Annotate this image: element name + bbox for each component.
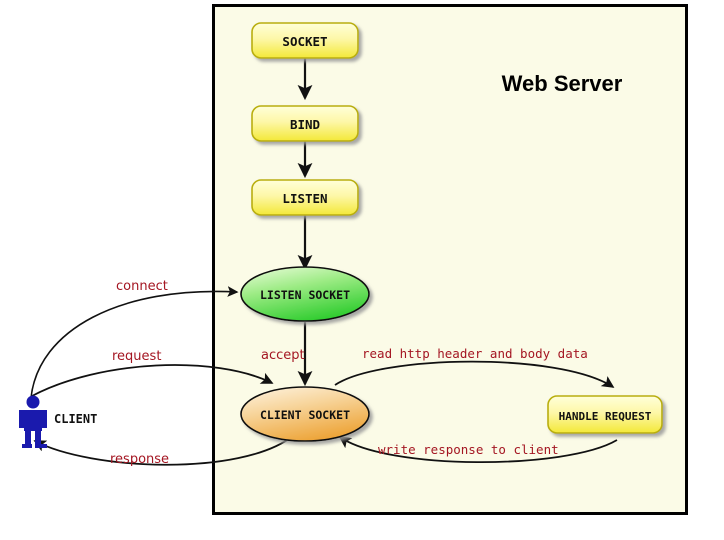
actor-torso-icon bbox=[24, 410, 42, 431]
node-socket-label: SOCKET bbox=[282, 34, 327, 49]
edge-connect bbox=[30, 286, 239, 399]
actor-left-foot-icon bbox=[22, 444, 32, 448]
node-client-socket-shape bbox=[240, 386, 370, 442]
edge-label-read-http: read http header and body data bbox=[362, 346, 588, 361]
node-handle-request-shape bbox=[547, 395, 663, 434]
node-bind[interactable]: BIND bbox=[251, 105, 359, 142]
actor-right-leg-icon bbox=[35, 431, 41, 447]
node-listen-socket-shape bbox=[240, 266, 370, 322]
actor-right-foot-icon bbox=[35, 444, 47, 448]
edge-write-response bbox=[338, 436, 618, 464]
node-socket-shape bbox=[251, 22, 359, 59]
edge-label-response: response bbox=[110, 452, 169, 467]
actor-head-icon bbox=[26, 395, 40, 409]
actor-right-arm-icon bbox=[42, 410, 47, 428]
node-listen-socket[interactable]: LISTEN SOCKET bbox=[240, 266, 370, 322]
node-handle-request[interactable]: HANDLE REQUEST bbox=[547, 395, 663, 434]
edge-label-accept: accept bbox=[261, 348, 305, 363]
node-listen-socket-label: LISTEN SOCKET bbox=[260, 288, 350, 302]
node-listen[interactable]: LISTEN bbox=[251, 179, 359, 216]
edge-label-connect: connect bbox=[116, 279, 168, 294]
edge-read-http bbox=[334, 360, 615, 388]
actor-left-leg-icon bbox=[25, 431, 31, 447]
edge-response bbox=[33, 435, 294, 466]
edge-label-request: request bbox=[112, 349, 161, 364]
node-client-socket[interactable]: CLIENT SOCKET bbox=[240, 386, 370, 442]
node-bind-shape bbox=[251, 105, 359, 142]
node-listen-shape bbox=[251, 179, 359, 216]
edge-request bbox=[31, 364, 274, 397]
node-socket[interactable]: SOCKET bbox=[251, 22, 359, 59]
client-actor-icon[interactable] bbox=[19, 395, 47, 449]
node-client-socket-label: CLIENT SOCKET bbox=[260, 408, 350, 422]
actor-left-arm-icon bbox=[19, 410, 24, 428]
edge-label-write-response: write response to client bbox=[378, 442, 559, 457]
node-handle-request-label: HANDLE REQUEST bbox=[559, 410, 652, 423]
page-title: Web Server bbox=[502, 71, 623, 96]
node-listen-label: LISTEN bbox=[282, 191, 327, 206]
node-bind-label: BIND bbox=[290, 117, 320, 132]
client-actor-label: CLIENT bbox=[54, 412, 97, 426]
